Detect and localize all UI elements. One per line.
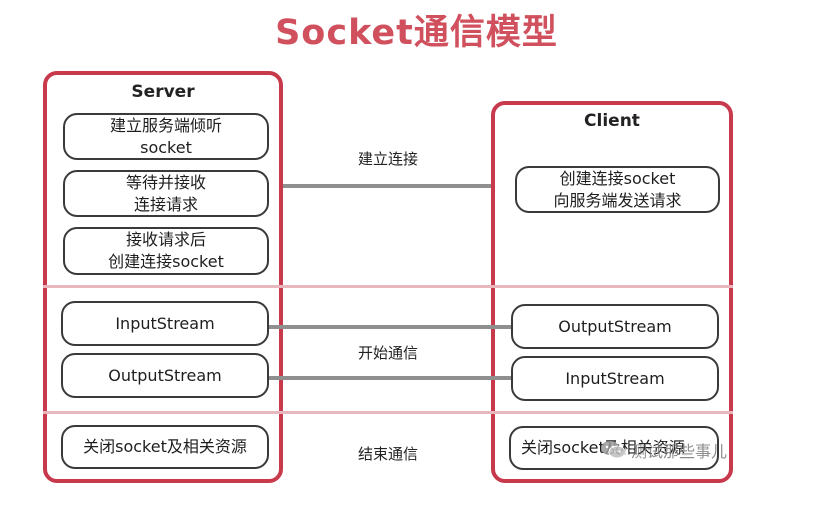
diagram-title: Socket通信模型	[275, 13, 558, 53]
inputstream-outputstream-line	[269, 325, 511, 329]
separator-communicate-finish	[43, 411, 733, 414]
server-inputstream: InputStream	[61, 301, 269, 346]
step-line: 接收请求后	[125, 230, 206, 249]
step-line: 建立服务端倾听	[109, 115, 222, 135]
step-line: 向服务端发送请求	[553, 190, 682, 210]
server-outputstream: OutputStream	[61, 353, 269, 398]
server-close-step: 关闭socket及相关资源	[61, 425, 269, 469]
stage-label-connect: 建立连接	[357, 150, 418, 168]
step-line: 等待并接收	[125, 172, 206, 192]
wechat-icon	[601, 441, 626, 459]
step-line: socket	[140, 137, 192, 157]
watermark-text: 测试那些事儿	[631, 442, 728, 461]
step-line: 创建连接socket	[559, 168, 676, 188]
server-listen-step: 建立服务端倾听 socket	[63, 113, 269, 160]
server-accept-step: 接收请求后 创建连接socket	[63, 227, 269, 275]
step-line: 连接请求	[133, 194, 198, 214]
step-line: 创建连接socket	[108, 252, 224, 271]
separator-connect-communicate	[43, 285, 733, 288]
client-connect-step: 创建连接socket 向服务端发送请求	[515, 166, 720, 213]
client-inputstream: InputStream	[511, 356, 719, 401]
server-wait-step: 等待并接收 连接请求	[63, 170, 269, 217]
stage-label-communicate: 开始通信	[357, 344, 418, 362]
stage-label-finish: 结束通信	[357, 445, 418, 463]
client-outputstream: OutputStream	[511, 304, 719, 349]
watermark: 测试那些事儿	[600, 438, 727, 462]
server-title: Server	[131, 82, 195, 102]
connect-line	[283, 184, 491, 188]
client-title: Client	[584, 111, 640, 131]
outputstream-inputstream-line	[269, 376, 511, 380]
client-panel: Client	[491, 101, 733, 483]
